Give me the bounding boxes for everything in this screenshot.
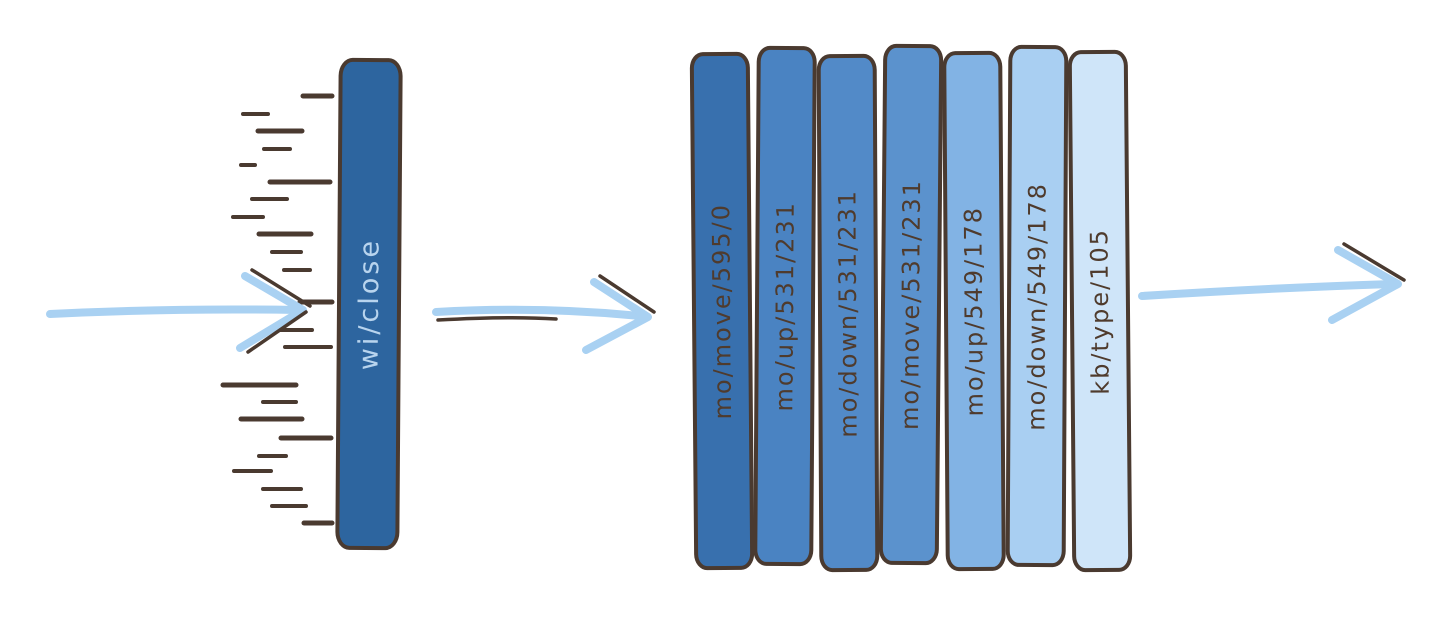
event-bar-mouse-up: mo/up/549/178 xyxy=(942,50,1006,572)
event-bar-label: mo/move/595/0 xyxy=(707,202,737,420)
right-arrow xyxy=(1138,242,1406,324)
window-close-label: wi/close xyxy=(353,237,385,371)
event-bar-label: mo/down/549/178 xyxy=(1022,181,1052,431)
event-bar-mouse-move: mo/move/531/231 xyxy=(878,43,944,566)
event-bar-mouse-down: mo/down/549/178 xyxy=(1005,44,1069,568)
event-bar-label: mo/move/531/231 xyxy=(895,178,927,431)
event-bar-label: kb/type/105 xyxy=(1085,227,1115,395)
event-bar-mouse-up: mo/up/531/231 xyxy=(753,45,817,567)
middle-arrow xyxy=(432,274,656,354)
event-bar-mouse-down: mo/down/531/231 xyxy=(816,53,880,573)
event-bar-keyboard-type: kb/type/105 xyxy=(1067,49,1133,573)
event-bar-label: mo/up/531/231 xyxy=(770,200,800,412)
event-stack: mo/move/595/0 mo/up/531/231 mo/down/531/… xyxy=(689,43,1133,574)
event-stream-ticks xyxy=(220,93,335,526)
event-bar-label: mo/up/549/178 xyxy=(959,205,989,417)
event-bar-mouse-move: mo/move/595/0 xyxy=(689,51,755,571)
event-bar-label: mo/down/531/231 xyxy=(833,188,863,438)
left-arrow xyxy=(46,268,312,354)
window-close-bar: wi/close xyxy=(335,57,403,551)
